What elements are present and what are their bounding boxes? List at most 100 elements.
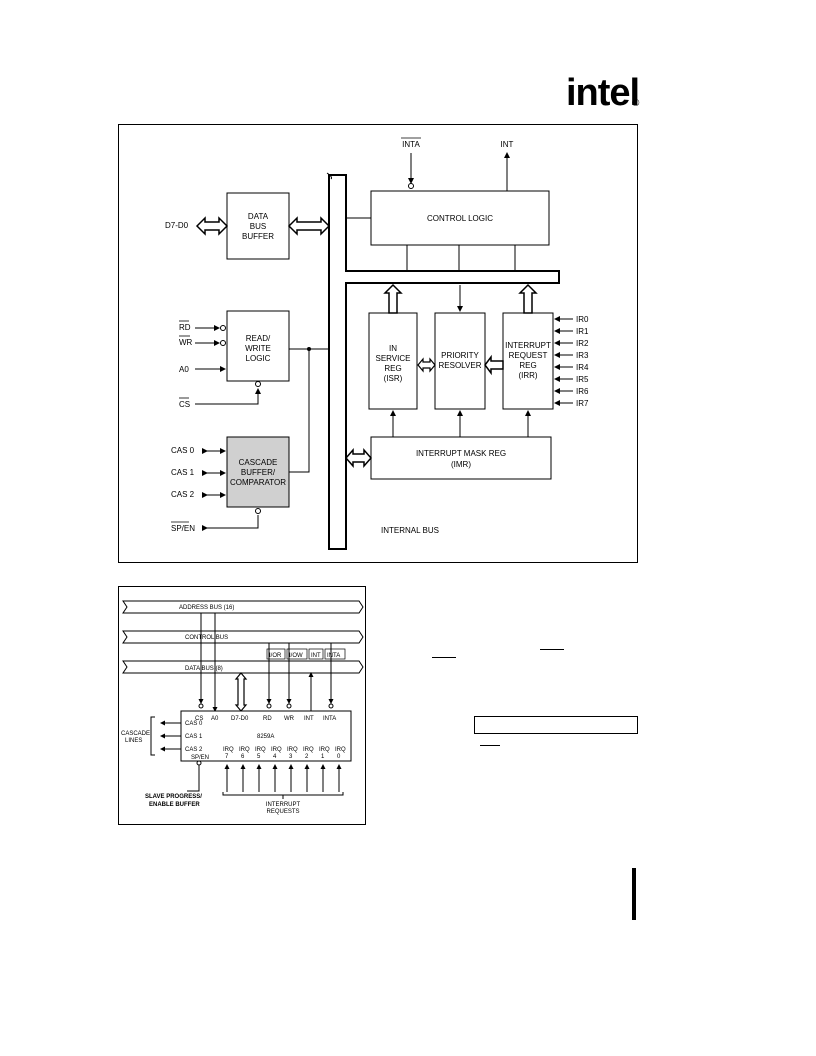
block-diagram-svg: DATA BUS BUFFER D7-D0 READ/ WRITE LOGIC … — [165, 137, 589, 550]
ctrl-ior: I/OR — [269, 653, 282, 659]
rw-line2: WRITE — [245, 344, 271, 353]
chip-name: 8259A — [257, 734, 274, 740]
irq0-label: IRQ — [335, 747, 346, 753]
isr-line2: SERVICE — [376, 354, 411, 363]
chip-8259a — [180, 710, 352, 762]
change-bar — [632, 868, 636, 920]
chip-pin-rd: RD — [263, 716, 272, 722]
slave-line1: SLAVE PROGRESS/ — [145, 794, 202, 800]
pin-rd: RD — [179, 323, 191, 332]
cascade-block — [226, 436, 290, 508]
irr-block — [502, 312, 554, 410]
ctrl-inta: INTA — [327, 653, 340, 659]
dbb-line1: DATA — [248, 212, 269, 221]
irq0-num: 0 — [337, 754, 341, 760]
cas-line2: BUFFER/ — [241, 468, 276, 477]
irq4-label: IRQ — [271, 747, 282, 753]
chip-pin-a0: A0 — [211, 716, 219, 722]
pr-line2: RESOLVER — [439, 361, 482, 370]
ctrl-int: INT — [311, 653, 321, 659]
irq7-label: IRQ — [223, 747, 234, 753]
irr-line1: INTERRUPT — [505, 341, 551, 350]
address-bus — [122, 600, 364, 614]
pin-cas0: CAS 0 — [171, 446, 195, 455]
irq3-num: 3 — [289, 754, 293, 760]
cascade-lines-1: CASCADE — [121, 731, 150, 737]
interrupt-line1: INTERRUPT — [266, 802, 301, 808]
irq6-label: IRQ — [239, 747, 250, 753]
irr-line2: REQUEST — [509, 351, 548, 360]
irq7-num: 7 — [225, 754, 229, 760]
pin-cas1: CAS 1 — [171, 468, 195, 477]
dbb-line3: BUFFER — [242, 232, 274, 241]
ir1-label: IR1 — [576, 327, 589, 336]
isr-block — [368, 312, 418, 410]
read-write-logic-block — [226, 310, 290, 382]
control-logic-block — [370, 190, 550, 246]
chip-pin-d: D7-D0 — [231, 716, 249, 722]
imr-block — [370, 436, 552, 480]
irq4-num: 4 — [273, 754, 277, 760]
rw-line1: READ/ — [246, 334, 271, 343]
chip-sp-en: SP/EN — [191, 755, 209, 761]
pin-sp-en: SP/EN — [171, 524, 195, 533]
chip-pin-inta: INTA — [323, 716, 336, 722]
cas-line1: CASCADE — [239, 458, 278, 467]
irq-labels: IRQ 7 IRQ 6 IRQ 5 IRQ 4 IRQ 3 IRQ 2 IRQ … — [223, 747, 346, 760]
data-bus-buffer-block — [226, 192, 290, 260]
irq2-num: 2 — [305, 754, 309, 760]
data-bus-label: DATA BUS (8) — [185, 666, 223, 672]
irr-line3: REG — [519, 361, 536, 370]
ir7-label: IR7 — [576, 399, 589, 408]
chip-cas2: CAS 2 — [185, 747, 203, 753]
overline-fragment-3 — [480, 745, 500, 746]
logo-text: intel — [566, 72, 640, 114]
dbb-line2: BUS — [250, 222, 266, 231]
irq3-label: IRQ — [287, 747, 298, 753]
ctrl-iow: I/OW — [289, 653, 303, 659]
irq1-num: 1 — [321, 754, 325, 760]
irq1-label: IRQ — [319, 747, 330, 753]
control-bus-label: CONTROL BUS — [185, 635, 228, 641]
data-bus-arrow-left — [195, 216, 229, 236]
pr-line1: PRIORITY — [441, 351, 479, 360]
priority-resolver-block — [434, 312, 486, 410]
cas-line3: COMPARATOR — [230, 478, 286, 487]
system-diagram-svg: ADDRESS BUS (16) CONTROL BUS DATA BUS (8… — [121, 600, 364, 815]
horizontal-bus — [346, 270, 560, 284]
irq2-label: IRQ — [303, 747, 314, 753]
rw-line3: LOGIC — [246, 354, 271, 363]
pin-cas2: CAS 2 — [171, 490, 195, 499]
control-bus — [122, 630, 364, 644]
pin-int: INT — [501, 140, 514, 149]
irq6-num: 6 — [241, 754, 245, 760]
internal-bus — [328, 174, 347, 550]
ir0-label: IR0 — [576, 315, 589, 324]
system-diagram: ADDRESS BUS (16) CONTROL BUS DATA BUS (8… — [118, 586, 366, 825]
ir2-label: IR2 — [576, 339, 589, 348]
imr-line1: INTERRUPT MASK REG — [416, 449, 506, 458]
irq5-label: IRQ — [255, 747, 266, 753]
chip-cas1: CAS 1 — [185, 734, 203, 740]
block-diagram: DATA BUS BUFFER D7-D0 READ/ WRITE LOGIC … — [118, 124, 638, 563]
ir3-label: IR3 — [576, 351, 589, 360]
isr-line1: IN — [389, 344, 397, 353]
pin-cs: CS — [179, 400, 190, 409]
pin-inta: INTA — [402, 140, 420, 149]
data-bus — [122, 660, 364, 674]
ir5-label: IR5 — [576, 375, 589, 384]
address-bus-label: ADDRESS BUS (16) — [179, 605, 234, 611]
slave-line2: ENABLE BUFFER — [149, 802, 200, 808]
isr-line3: REG — [384, 364, 401, 373]
chip-pin-cs: CS — [195, 716, 203, 722]
ir-lines: IR0 IR1 IR2 IR3 IR4 IR5 IR6 IR7 — [554, 315, 589, 408]
boxed-region — [474, 716, 638, 734]
pin-wr: WR — [179, 338, 193, 347]
pin-d7-d0: D7-D0 — [165, 221, 189, 230]
pin-a0: A0 — [179, 365, 189, 374]
chip-pin-int: INT — [304, 716, 314, 722]
registered-mark: ® — [632, 98, 640, 109]
cascade-lines-2: LINES — [125, 738, 142, 744]
ir4-label: IR4 — [576, 363, 589, 372]
isr-line4: (ISR) — [384, 374, 403, 383]
